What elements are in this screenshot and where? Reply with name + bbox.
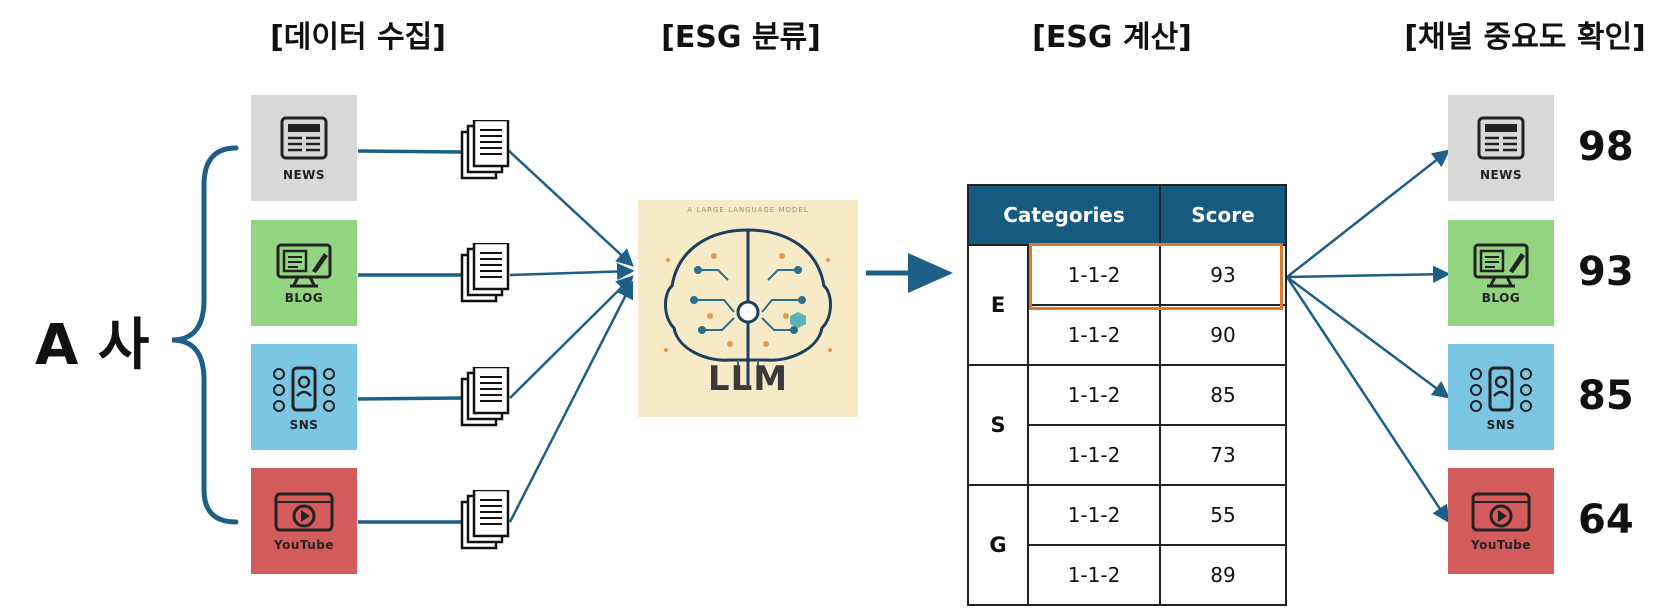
table-row: 1-1-2 73 [968,424,1287,486]
document-stack-icon [460,367,510,427]
channel-youtube-label: YouTube [273,538,334,552]
video-play-icon [1471,492,1531,532]
indicator-code: 1-1-2 [1027,424,1161,486]
esg-score-table: Categories Score E 1-1-2 93 1-1-2 90 S 1… [967,184,1287,606]
company-label: A 사 [35,313,150,378]
table-header-categories: Categories [967,184,1161,246]
indicator-code: 1-1-2 [1027,484,1161,546]
channel-score-news: 98 [1578,124,1634,170]
document-stack-icon [460,243,510,303]
category-s: S [967,364,1029,486]
social-phone-icon [1470,366,1532,412]
indicator-code: 1-1-2 [1027,364,1161,426]
video-play-icon [274,492,334,532]
result-youtube-tile: YouTube [1448,468,1554,574]
indicator-score: 93 [1159,244,1287,306]
company-brace [171,145,239,525]
result-news-tile: NEWS [1448,95,1554,201]
channel-youtube-tile: YouTube [251,468,357,574]
table-header-score: Score [1159,184,1287,246]
category-g: G [967,484,1029,606]
channel-score-blog: 93 [1578,249,1634,295]
newspaper-icon [280,116,328,160]
blog-monitor-icon [1473,243,1529,288]
channel-sns-label: SNS [289,418,319,432]
channel-news-tile: NEWS [251,95,357,201]
result-youtube-label: YouTube [1470,538,1531,552]
indicator-score: 85 [1159,364,1287,426]
result-sns-tile: SNS [1448,344,1554,450]
channel-score-youtube: 64 [1578,497,1634,543]
indicator-code: 1-1-2 [1027,304,1161,366]
table-row: E 1-1-2 93 [967,244,1287,366]
document-stack-icon [460,490,510,550]
table-row: S 1-1-2 85 [967,364,1287,486]
channel-news-label: NEWS [282,168,326,182]
newspaper-icon [1477,116,1525,160]
result-news-label: NEWS [1479,168,1523,182]
channel-blog-label: BLOG [284,291,324,305]
selected-row-highlight [1029,243,1283,310]
brain-circuit-icon [664,228,832,390]
result-blog-label: BLOG [1481,291,1521,305]
table-row: 1-1-2 90 [968,304,1287,366]
llm-label: LLM [707,359,789,399]
table-row: 1-1-2 89 [968,544,1287,606]
indicator-score: 73 [1159,424,1287,486]
channel-sns-tile: SNS [251,344,357,450]
stage-title-classify: [ESG 분류] [661,20,821,55]
stage-title-importance: [채널 중요도 확인] [1404,20,1646,55]
indicator-score: 55 [1159,484,1287,546]
table-row: G 1-1-2 55 [967,484,1287,606]
document-stack-icon [460,120,510,180]
indicator-score: 89 [1159,544,1287,606]
llm-illustration: A LARGE LANGUAGE MODEL LLM [638,200,858,417]
indicator-code: 1-1-2 [1027,544,1161,606]
channel-blog-tile: BLOG [251,220,357,326]
social-phone-icon [273,366,335,412]
result-blog-tile: BLOG [1448,220,1554,326]
blog-monitor-icon [276,243,332,288]
category-e: E [967,244,1029,366]
stage-title-calculate: [ESG 계산] [1032,20,1192,55]
indicator-score: 90 [1159,304,1287,366]
stage-title-collect: [데이터 수집] [270,20,446,55]
result-sns-label: SNS [1486,418,1516,432]
llm-caption: A LARGE LANGUAGE MODEL [687,206,809,214]
channel-score-sns: 85 [1578,373,1634,419]
